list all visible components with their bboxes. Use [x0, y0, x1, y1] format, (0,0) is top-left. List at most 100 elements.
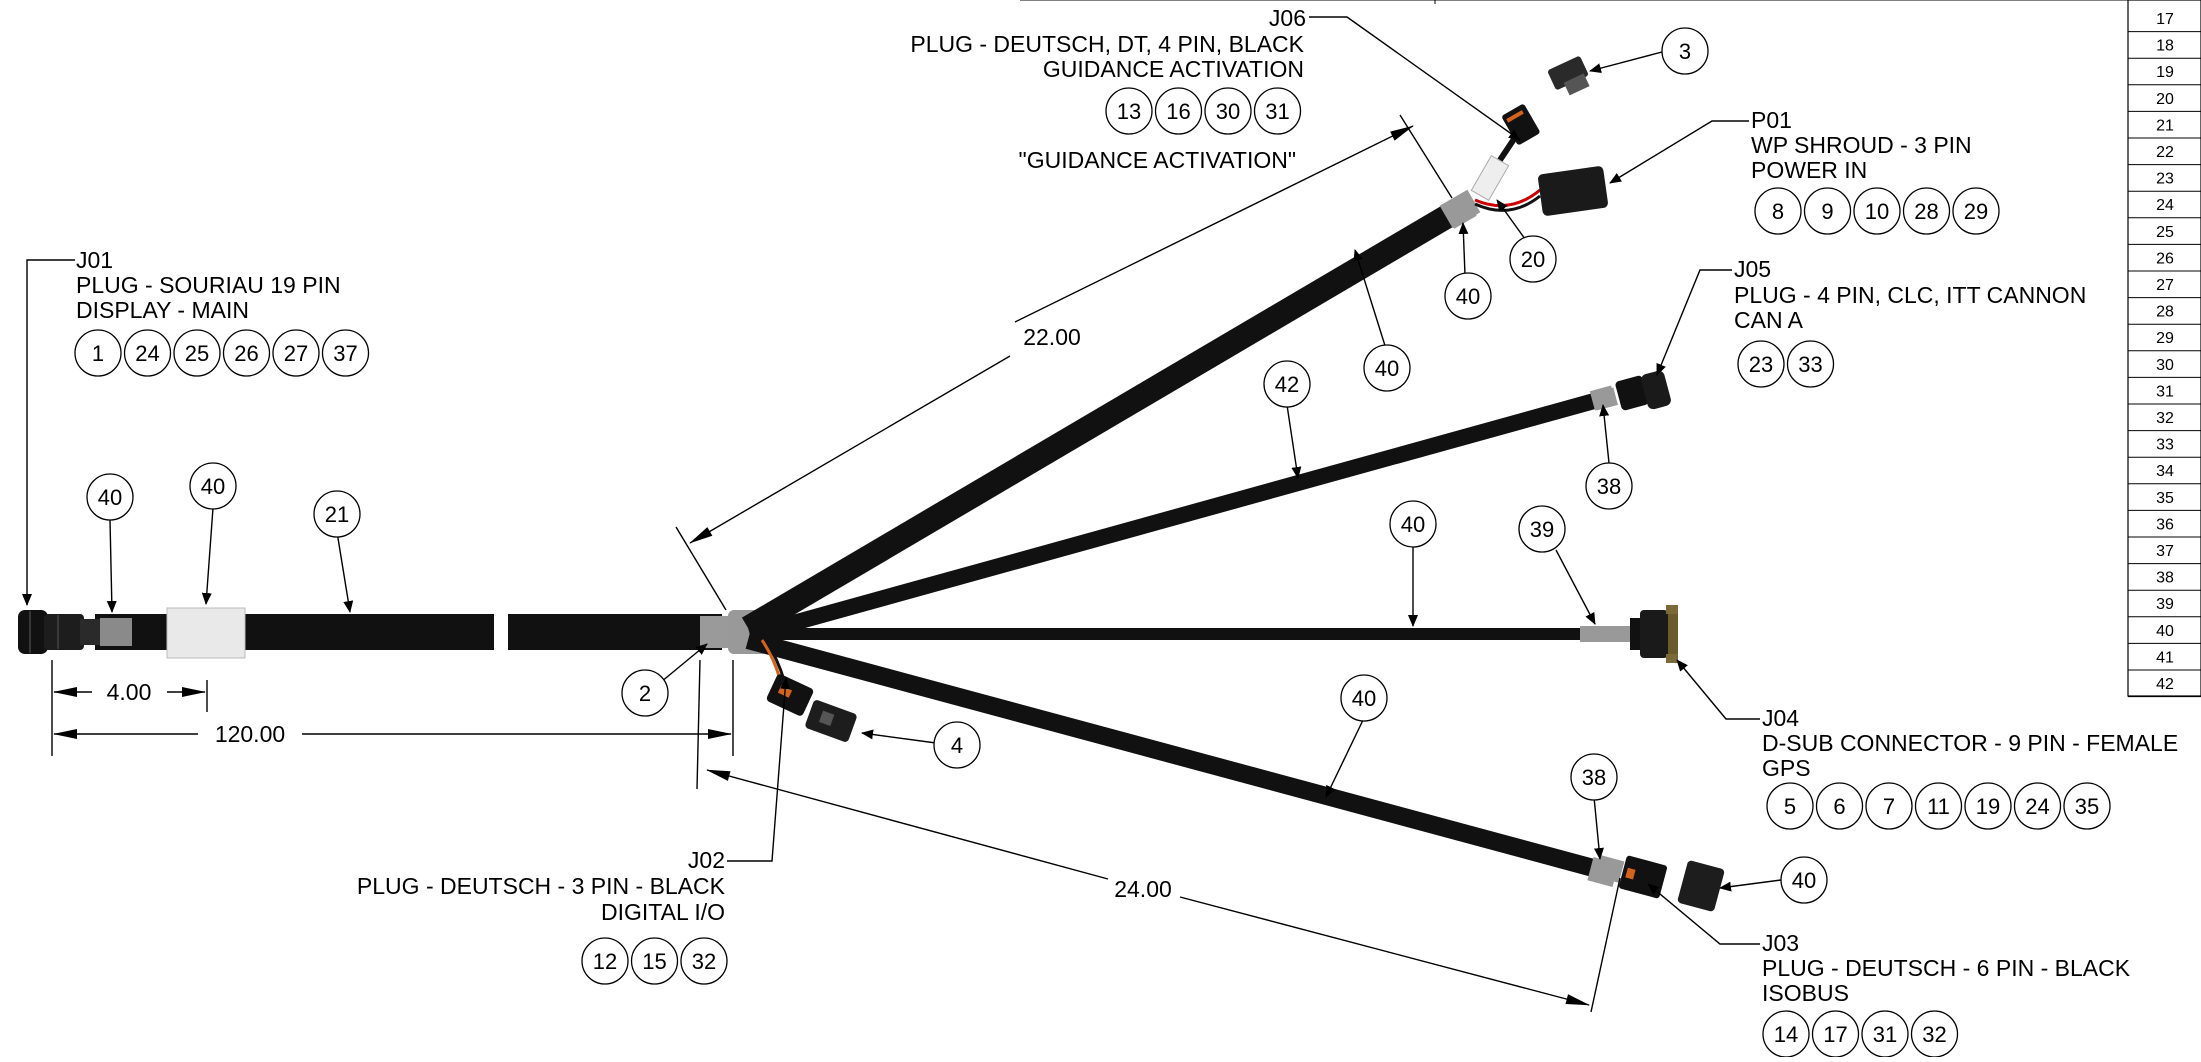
j01-item-callout: 26: [222, 329, 271, 377]
svg-text:23: 23: [1749, 352, 1773, 377]
svg-text:9: 9: [1821, 199, 1833, 224]
svg-text:25: 25: [185, 341, 209, 366]
bom-item-number: 30: [2156, 357, 2174, 374]
j02-ref: J02: [688, 847, 725, 873]
dimension-labels: 4.00 120.00 22.00 24.00: [107, 324, 1172, 902]
j04-item-callout: 6: [1815, 782, 1864, 830]
bom-table: 1718192021222324252627282930313233343536…: [1020, 0, 2201, 698]
dimension-lines: [51, 114, 1621, 1013]
svg-text:40: 40: [1401, 512, 1425, 537]
svg-text:30: 30: [1216, 99, 1240, 124]
j04-item-callout: 19: [1964, 782, 2012, 830]
svg-text:20: 20: [1521, 247, 1545, 272]
svg-text:38: 38: [1597, 474, 1621, 499]
svg-text:31: 31: [1265, 99, 1289, 124]
svg-text:33: 33: [1798, 352, 1822, 377]
j02-function: DIGITAL I/O: [601, 899, 725, 925]
p01-item-callout: 8: [1754, 187, 1802, 235]
bom-item-number: 27: [2156, 277, 2174, 294]
j04-item-callout: 35: [2063, 782, 2111, 830]
svg-text:17: 17: [1823, 1022, 1847, 1047]
bom-item-number: 23: [2156, 171, 2174, 188]
bom-item-number: 29: [2156, 330, 2174, 347]
p01-ref: P01: [1751, 107, 1792, 133]
svg-text:1: 1: [92, 341, 104, 366]
j05-desc: PLUG - 4 PIN, CLC, ITT CANNON: [1734, 282, 2086, 308]
p01-item-callout: 10: [1853, 187, 1901, 235]
j03-function: ISOBUS: [1762, 980, 1849, 1006]
j01-item-callout: 27: [272, 329, 320, 377]
svg-text:11: 11: [1927, 794, 1950, 819]
bom-item-number: 40: [2156, 623, 2174, 640]
j06-ref: J06: [1269, 5, 1306, 31]
j04-item-callout: 11: [1914, 782, 1963, 830]
j03-item-callout: 14: [1762, 1010, 1810, 1058]
svg-text:12: 12: [593, 949, 617, 974]
j05-item-callout: 33: [1786, 340, 1835, 388]
svg-text:3: 3: [1679, 39, 1691, 64]
j05-ref: J05: [1734, 256, 1771, 282]
bom-item-number: 22: [2156, 144, 2174, 161]
dim-22-00: 22.00: [1023, 324, 1081, 350]
p01-function: POWER IN: [1751, 157, 1867, 183]
j01-ref: J01: [76, 247, 113, 273]
j01-desc: PLUG - SOURIAU 19 PIN: [76, 272, 341, 298]
item-callout: 38: [1570, 753, 1618, 801]
j02-item-callout: 32: [680, 937, 728, 985]
item-callout: 40: [1444, 272, 1492, 320]
svg-text:8: 8: [1772, 199, 1784, 224]
j06-item-callout: 30: [1204, 87, 1252, 135]
item-callout: 40: [189, 462, 237, 510]
item-callout: 4: [933, 721, 981, 769]
bom-item-number: 28: [2156, 304, 2174, 321]
j03-item-callout: 17: [1811, 1010, 1860, 1058]
j04-function: GPS: [1762, 755, 1811, 781]
p01-item-callout: 9: [1803, 187, 1852, 235]
bom-item-number: 33: [2156, 437, 2174, 454]
bom-item-number: 42: [2156, 676, 2174, 693]
bom-item-number: 32: [2156, 410, 2174, 427]
label-sleeve: [166, 607, 246, 659]
j03-desc: PLUG - DEUTSCH - 6 PIN - BLACK: [1762, 955, 2131, 981]
item-callout: 40: [1340, 674, 1388, 722]
svg-text:28: 28: [1914, 199, 1938, 224]
svg-text:40: 40: [201, 474, 225, 499]
item-callout: 39: [1518, 505, 1566, 553]
j01-item-callout: 24: [123, 329, 172, 377]
svg-text:10: 10: [1865, 199, 1889, 224]
svg-text:5: 5: [1784, 794, 1796, 819]
svg-text:35: 35: [2075, 794, 2099, 819]
j01-function: DISPLAY - MAIN: [76, 297, 249, 323]
bom-item-number: 26: [2156, 250, 2174, 267]
svg-text:2: 2: [639, 681, 651, 706]
p01-desc: WP SHROUD - 3 PIN: [1751, 132, 1972, 158]
svg-text:37: 37: [333, 341, 357, 366]
j06-function: GUIDANCE ACTIVATION: [1043, 56, 1304, 82]
bom-item-number: 34: [2156, 463, 2174, 480]
svg-text:13: 13: [1117, 99, 1141, 124]
svg-text:24: 24: [135, 341, 159, 366]
bom-item-number: 19: [2156, 64, 2174, 81]
item-callout: 40: [1780, 856, 1828, 904]
heat-shrink-bands: [1441, 193, 1630, 887]
svg-text:39: 39: [1530, 517, 1554, 542]
svg-text:15: 15: [642, 949, 666, 974]
j02-breakout: [760, 639, 857, 742]
bom-item-number: 25: [2156, 224, 2174, 241]
bom-item-number: 24: [2156, 197, 2174, 214]
svg-text:42: 42: [1275, 372, 1299, 397]
j05-item-callout: 23: [1737, 340, 1785, 388]
j04-item-callout: 24: [2013, 782, 2062, 830]
j01-item-callout: 25: [173, 329, 221, 377]
j04-ref: J04: [1762, 705, 1799, 731]
svg-text:38: 38: [1582, 765, 1606, 790]
svg-text:16: 16: [1166, 99, 1190, 124]
j03-ref: J03: [1762, 930, 1799, 956]
j05-function: CAN A: [1734, 307, 1804, 333]
dim-24-00: 24.00: [1114, 876, 1172, 902]
svg-text:4: 4: [951, 733, 963, 758]
dim-120-00: 120.00: [215, 721, 285, 747]
